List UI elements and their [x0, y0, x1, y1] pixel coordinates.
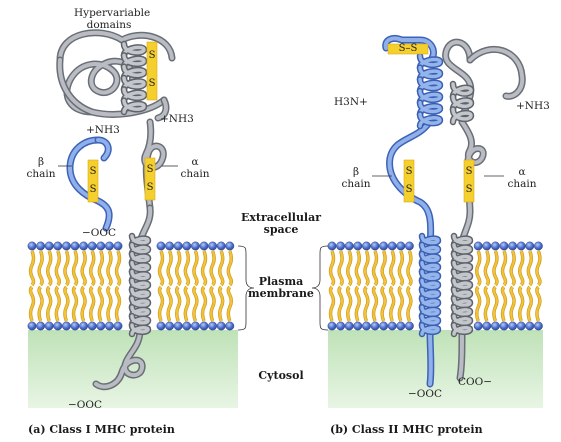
alpha-chain-b-word: chain: [507, 178, 537, 190]
s-b-beta-2: S: [405, 184, 413, 195]
s-b-beta-1: S: [405, 166, 413, 177]
nh3-a-beta-label: +NH3: [86, 124, 120, 136]
membrane-a: [27, 241, 235, 331]
class-ii-beta-helix: [416, 52, 444, 130]
nh3-b-label: +NH3: [516, 100, 550, 112]
beta-chain-b-word: chain: [341, 178, 371, 190]
ss-b-top: S–S: [398, 43, 418, 54]
extracellular-line2: space: [263, 223, 299, 236]
class-i-transmembrane-helix: [128, 232, 152, 338]
class-i-disulfide-helix: [146, 41, 158, 101]
class-ii-disulfide-beta: [403, 159, 415, 203]
beta-chain-a-symbol: β: [37, 156, 45, 168]
class-ii-disulfide-top: [387, 43, 429, 55]
nh3-a-top-label: +NH3: [160, 113, 194, 125]
class-ii-disulfide-alpha: [463, 159, 475, 203]
beta-chain-a-word: chain: [26, 168, 56, 180]
hypervariable-line1: Hypervariable: [74, 7, 151, 19]
hypervariable-line2: domains: [86, 19, 132, 31]
s-a-beta-2: S: [89, 184, 97, 195]
s-a-beta-1: S: [89, 166, 97, 177]
caption-a: (a) Class I MHC protein: [28, 423, 175, 436]
cytosol-region-a: [28, 330, 238, 408]
alpha-chain-b-symbol: α: [518, 166, 526, 178]
coo-b-label: COO−: [458, 376, 493, 388]
s-a-helix-2: S: [148, 78, 156, 89]
s-b-alpha-2: S: [465, 184, 473, 195]
alpha-chain-a-label: α chain: [178, 156, 212, 180]
alpha-chain-b-label: α chain: [504, 166, 540, 190]
alpha-chain-a-word: chain: [180, 168, 210, 180]
membrane-b: [327, 241, 543, 331]
class-i-disulfide-beta: [87, 159, 99, 203]
class-i-disulfide-alpha3: [144, 157, 156, 201]
caption-b: (b) Class II MHC protein: [330, 423, 483, 436]
ooc-a-bottom-label: −OOC: [68, 399, 103, 411]
class-i-beta-chain: [66, 136, 113, 232]
cytosol-label: Cytosol: [258, 369, 304, 382]
hypervariable-label: Hypervariable domains: [74, 7, 151, 31]
class-ii-beta-chain: [382, 34, 437, 388]
alpha-chain-a-symbol: α: [191, 156, 199, 168]
cytosol-region-b: [328, 330, 543, 408]
ooc-b-label: −OOC: [408, 388, 443, 400]
s-a-alpha3-1: S: [146, 164, 154, 175]
plasma-line1: Plasma: [258, 275, 304, 288]
s-b-alpha-1: S: [465, 166, 473, 177]
beta-chain-b-label: β chain: [340, 166, 372, 190]
extracellular-label: Extracellular space: [236, 212, 326, 236]
plasma-line2: membrane: [248, 287, 314, 300]
class-ii-alpha-transmembrane-helix: [450, 232, 474, 338]
ooc-a-top-label: −OOC: [82, 227, 117, 239]
leader-lines: [58, 165, 504, 331]
plasma-membrane-label: Plasma membrane: [248, 276, 314, 300]
s-a-helix-1: S: [148, 50, 156, 61]
h3n-b-label: H3N+: [334, 96, 368, 108]
beta-chain-a-label: β chain: [26, 156, 56, 180]
class-ii-alpha-helix: [449, 80, 475, 126]
class-ii-beta-transmembrane-helix: [418, 232, 442, 338]
beta-chain-b-symbol: β: [352, 166, 360, 178]
s-a-alpha3-2: S: [146, 182, 154, 193]
extracellular-line1: Extracellular: [240, 211, 322, 224]
